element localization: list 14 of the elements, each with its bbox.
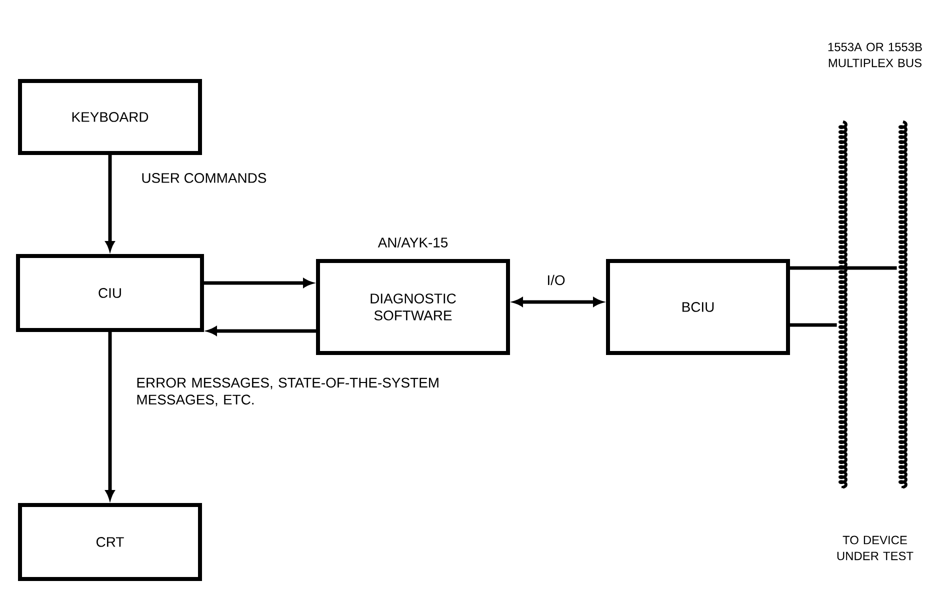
edge-label: USER COMMANDS [142, 173, 266, 183]
twisted-cable [838, 121, 848, 489]
box-heading: AN/AYK-15 [378, 237, 448, 248]
bus-label: TO DEVICE UNDER TEST [837, 536, 914, 560]
process-box: CRT [18, 502, 202, 581]
edge-label: ERROR MESSAGES, STATE-OF-THE-SYSTEM MESSAGES, ETC. [137, 378, 438, 406]
arrow [204, 278, 313, 288]
bus-label: 1553A OR 1553B MULTIPLEX BUS [828, 42, 922, 68]
edge-label: I/O [548, 274, 565, 286]
twisted-cable [898, 121, 908, 489]
process-box: CIU [16, 254, 204, 332]
process-box: KEYBOARD [18, 79, 202, 155]
process-box: DIAGNOSTIC SOFTWARE [316, 258, 510, 355]
process-box: BCIU [606, 258, 790, 355]
